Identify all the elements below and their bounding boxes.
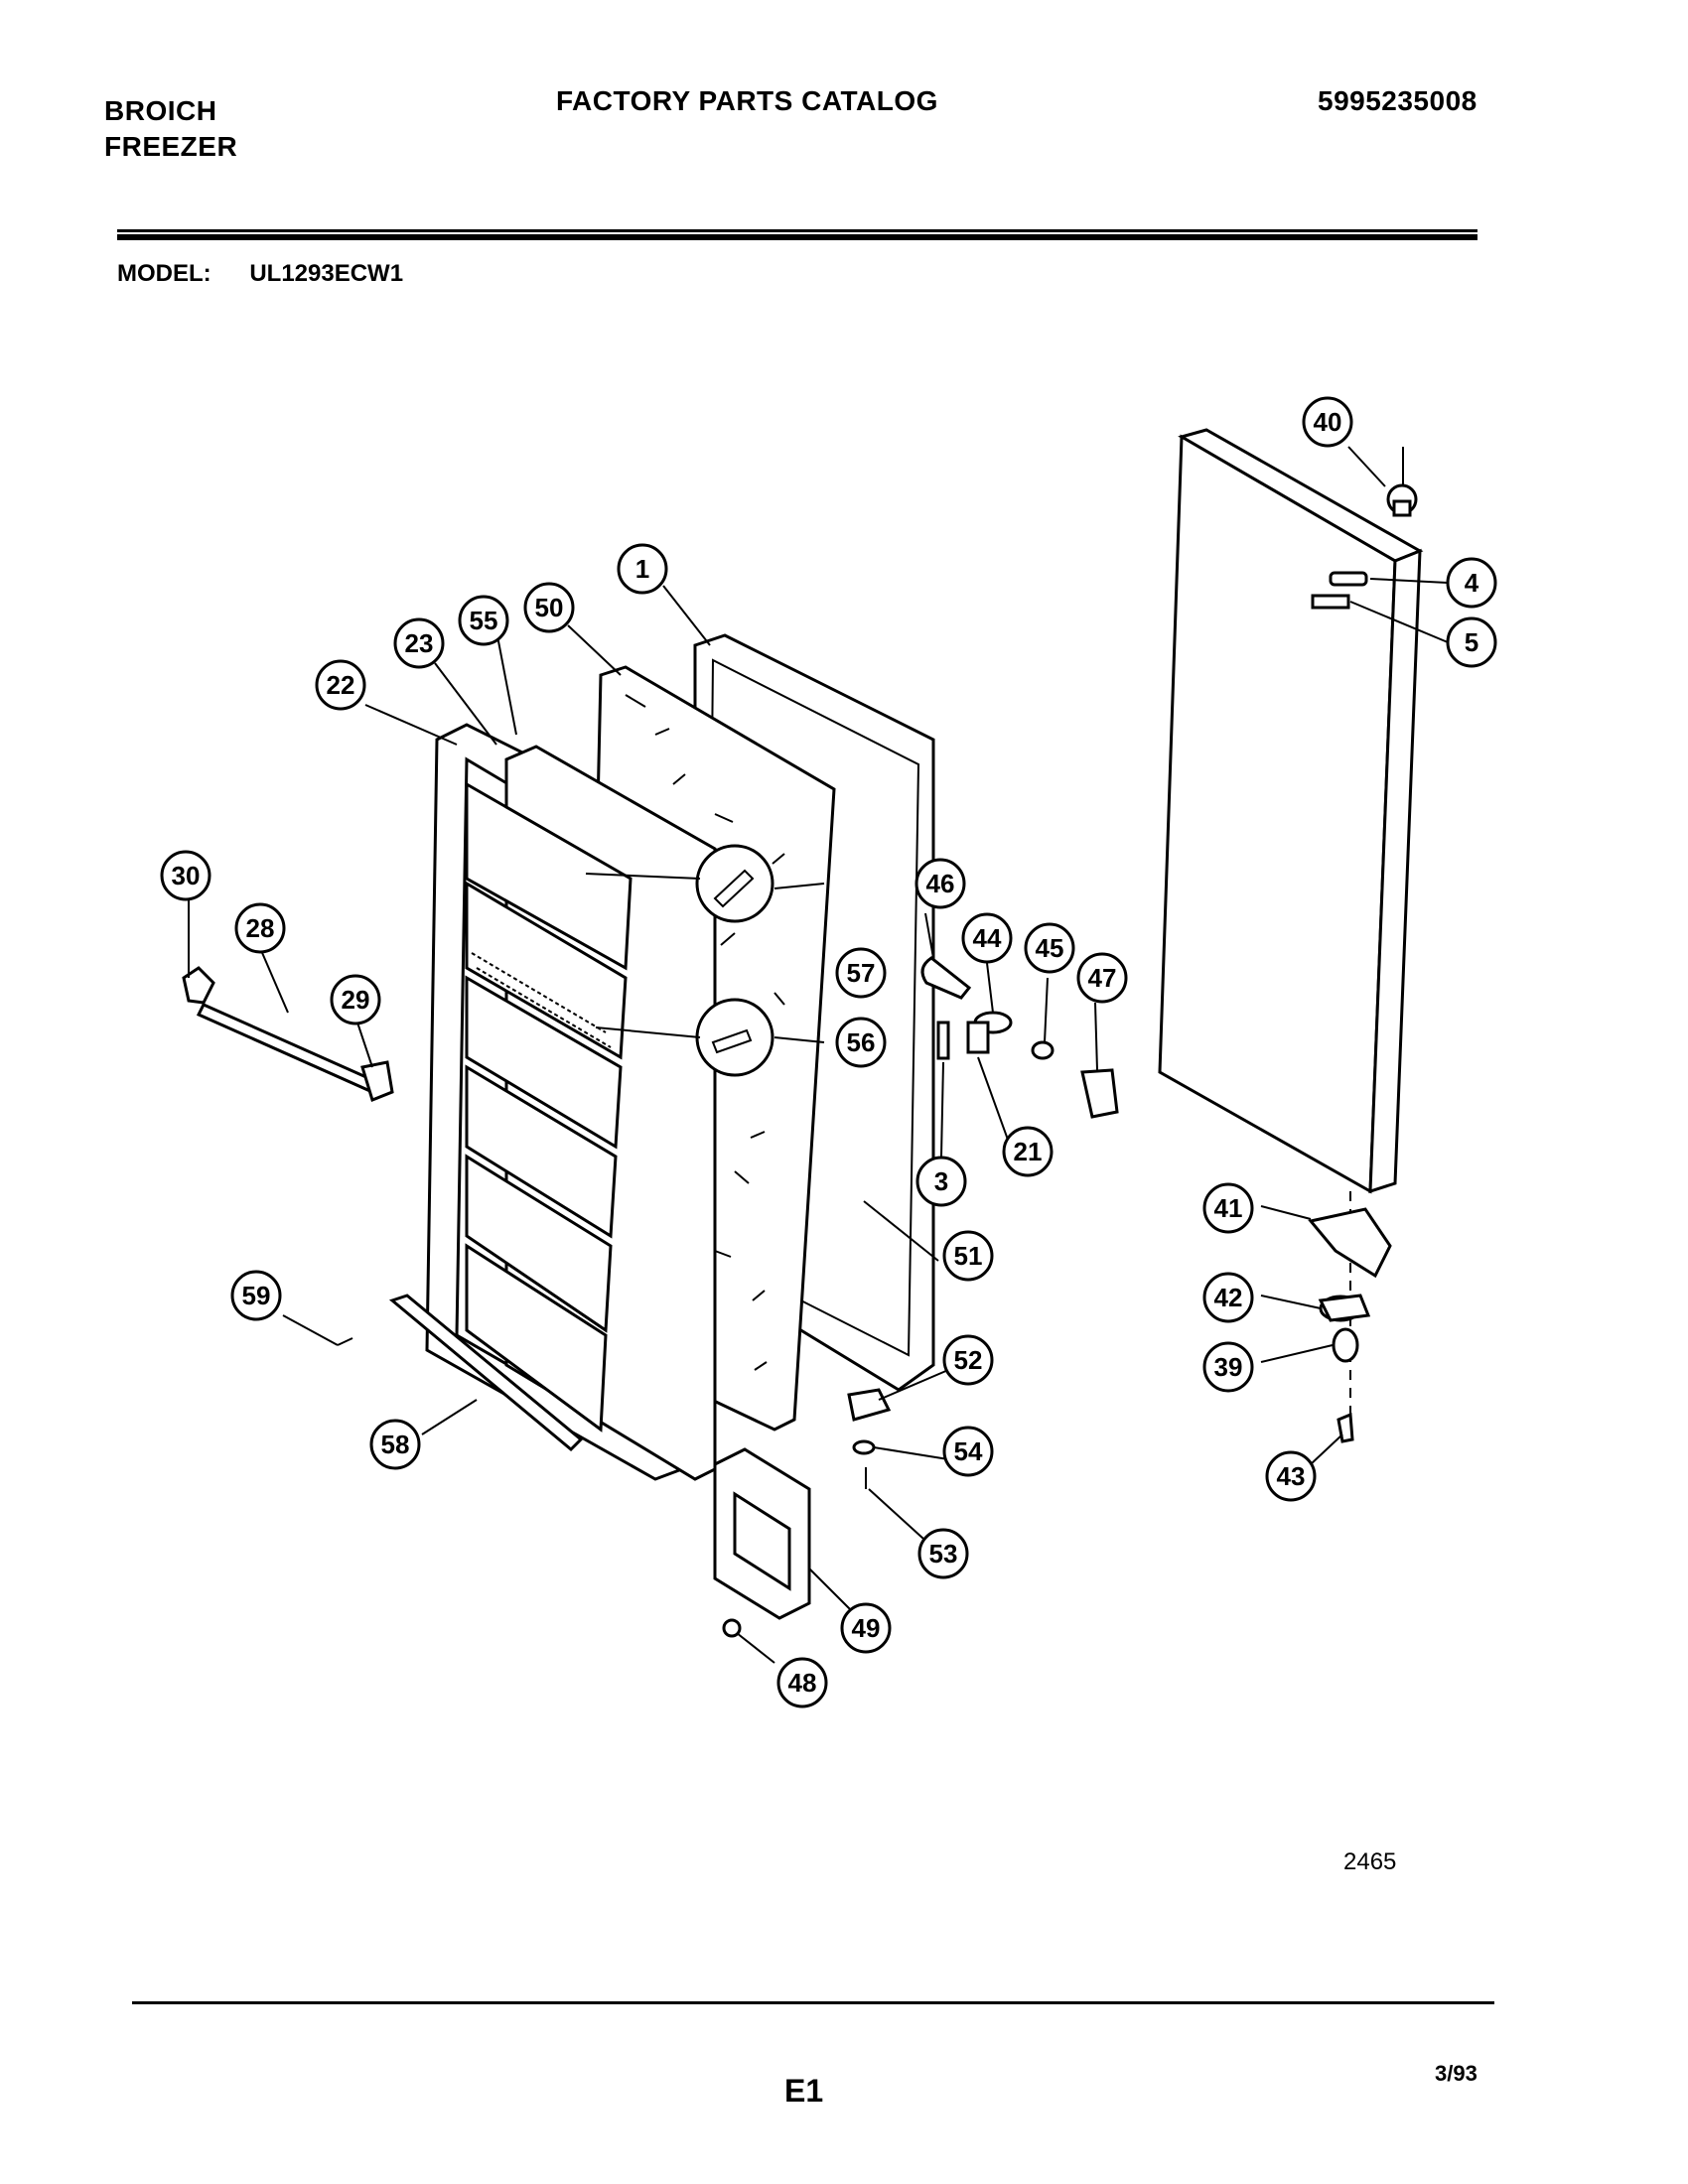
svg-text:39: 39 xyxy=(1214,1352,1243,1382)
callout-46: 46 xyxy=(914,858,966,909)
callout-30: 30 xyxy=(160,850,211,901)
callout-5: 5 xyxy=(1446,616,1497,668)
svg-text:45: 45 xyxy=(1036,933,1064,963)
handle-assembly xyxy=(920,956,1119,1119)
svg-text:58: 58 xyxy=(381,1430,410,1459)
callout-4: 4 xyxy=(1446,557,1497,609)
brand-name: BROICH xyxy=(104,95,217,126)
callout-21: 21 xyxy=(1002,1126,1054,1177)
footer-rule xyxy=(132,2001,1494,2004)
header-rule-thick xyxy=(117,234,1477,240)
callout-42: 42 xyxy=(1202,1272,1254,1323)
svg-text:3: 3 xyxy=(934,1166,948,1196)
svg-text:28: 28 xyxy=(246,913,275,943)
model-number: UL1293ECW1 xyxy=(249,260,404,287)
callout-54: 54 xyxy=(942,1426,994,1477)
callout-48: 48 xyxy=(776,1657,828,1708)
outer-door-panel xyxy=(1158,428,1424,1194)
svg-text:59: 59 xyxy=(242,1281,271,1310)
svg-text:49: 49 xyxy=(852,1613,881,1643)
svg-text:41: 41 xyxy=(1214,1193,1243,1223)
svg-text:21: 21 xyxy=(1014,1137,1043,1166)
callout-52: 52 xyxy=(942,1334,994,1386)
svg-text:40: 40 xyxy=(1314,407,1342,437)
callout-53: 53 xyxy=(917,1528,969,1579)
callout-23: 23 xyxy=(393,617,445,669)
callout-45: 45 xyxy=(1024,922,1075,974)
callout-41: 41 xyxy=(1202,1182,1254,1234)
bottom-hinge-assembly xyxy=(1308,1191,1392,1443)
header-rule-thin xyxy=(117,229,1477,232)
callout-58: 58 xyxy=(369,1419,421,1470)
callout-28: 28 xyxy=(234,902,286,954)
svg-text:29: 29 xyxy=(342,985,370,1015)
callout-57: 57 xyxy=(835,947,887,999)
svg-text:44: 44 xyxy=(973,923,1002,953)
svg-text:46: 46 xyxy=(926,869,955,898)
screw-detail-callouts xyxy=(585,844,774,1077)
model-label: MODEL: xyxy=(117,260,211,287)
leader-lines xyxy=(188,446,1449,1664)
svg-text:56: 56 xyxy=(847,1027,876,1057)
svg-text:48: 48 xyxy=(788,1668,817,1698)
svg-text:22: 22 xyxy=(327,670,355,700)
exploded-parts-diagram: 1 3 4 5 21 22 23 28 29 30 39 40 41 42 43… xyxy=(160,396,1497,1708)
callout-40: 40 xyxy=(1302,396,1353,448)
callout-51: 51 xyxy=(942,1230,994,1282)
callout-55: 55 xyxy=(458,595,509,646)
svg-text:55: 55 xyxy=(470,606,498,635)
kickplate xyxy=(713,1447,811,1638)
lower-hinge-parts xyxy=(847,1388,892,1489)
svg-text:53: 53 xyxy=(929,1539,958,1569)
svg-text:30: 30 xyxy=(172,861,201,890)
catalog-number: 5995235008 xyxy=(1318,85,1477,116)
callout-50: 50 xyxy=(523,582,575,633)
svg-text:54: 54 xyxy=(954,1436,983,1466)
revision-date: 3/93 xyxy=(1435,2061,1477,2086)
callout-43: 43 xyxy=(1265,1450,1317,1502)
callout-29: 29 xyxy=(330,974,381,1025)
svg-text:42: 42 xyxy=(1214,1283,1243,1312)
product-type: FREEZER xyxy=(104,131,238,162)
callout-47: 47 xyxy=(1076,952,1128,1004)
inner-door-panel xyxy=(425,723,717,1481)
model-row: MODEL: UL1293ECW1 xyxy=(117,260,403,288)
shelf-rail xyxy=(182,966,394,1103)
svg-text:47: 47 xyxy=(1088,963,1117,993)
svg-text:4: 4 xyxy=(1465,568,1479,598)
callout-3: 3 xyxy=(915,1156,967,1207)
callout-44: 44 xyxy=(961,912,1013,964)
diagram-number: 2465 xyxy=(1343,1848,1397,1875)
callout-22: 22 xyxy=(315,659,366,711)
page-identifier: E1 xyxy=(784,2073,824,2109)
callout-59: 59 xyxy=(230,1270,282,1321)
callout-49: 49 xyxy=(840,1602,892,1654)
callout-56: 56 xyxy=(835,1017,887,1068)
catalog-title: FACTORY PARTS CATALOG xyxy=(556,85,938,116)
svg-text:57: 57 xyxy=(847,958,876,988)
svg-text:1: 1 xyxy=(635,554,649,584)
svg-text:23: 23 xyxy=(405,628,434,658)
svg-text:52: 52 xyxy=(954,1345,983,1375)
callout-1: 1 xyxy=(617,543,668,595)
hinge-bushing xyxy=(1386,447,1418,517)
bottom-trim xyxy=(337,1294,584,1452)
svg-text:51: 51 xyxy=(954,1241,983,1271)
svg-text:5: 5 xyxy=(1465,627,1478,657)
callout-39: 39 xyxy=(1202,1341,1254,1393)
svg-text:50: 50 xyxy=(535,593,564,622)
svg-text:43: 43 xyxy=(1277,1461,1306,1491)
